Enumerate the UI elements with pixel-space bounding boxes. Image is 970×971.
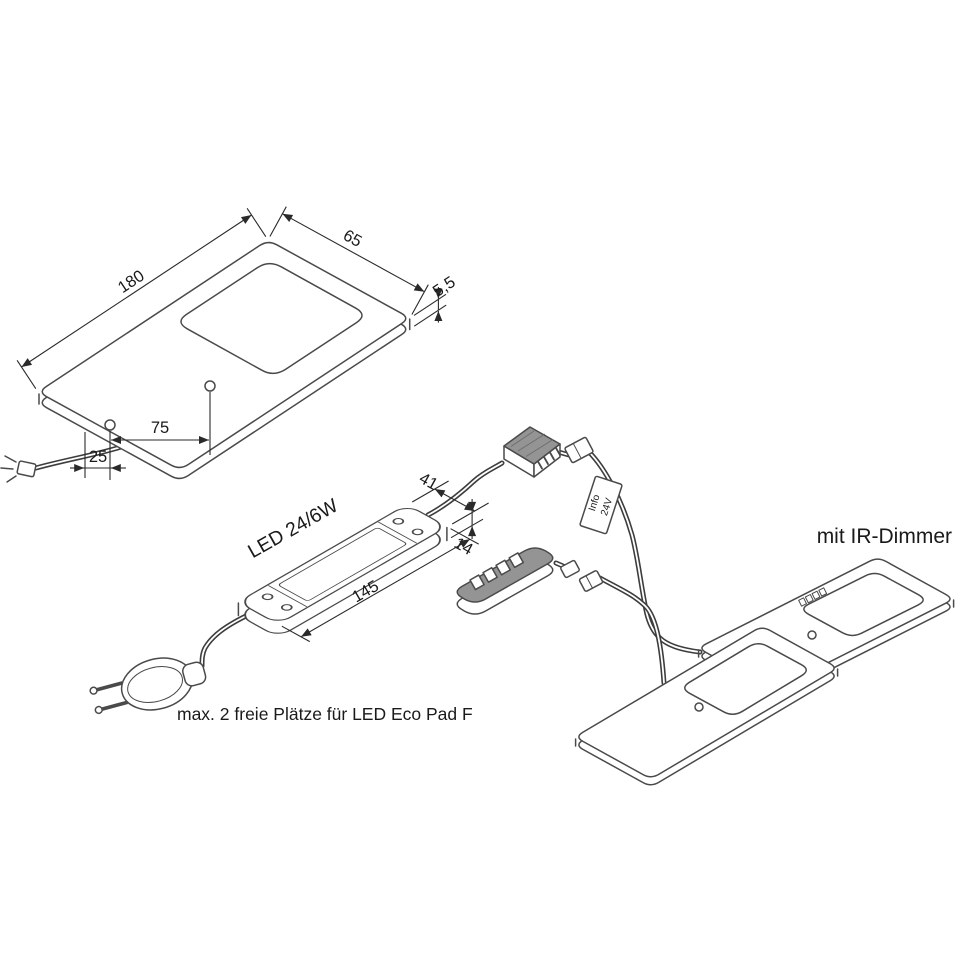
driver-screw <box>261 593 274 601</box>
dim-75-label: 75 <box>151 419 169 437</box>
pad-pigtail-cable-core <box>35 446 122 469</box>
dim-25-label: 25 <box>89 448 107 466</box>
driver-screw <box>280 604 293 611</box>
ir-pad-hole <box>807 630 817 640</box>
driver-body <box>244 508 441 621</box>
note-label: max. 2 freie Plätze für LED Eco Pad F <box>177 704 473 724</box>
dim-65-line <box>282 213 425 293</box>
sensor-button <box>469 574 485 591</box>
sensor-plug-body <box>560 559 580 579</box>
ir-pad-lens <box>803 572 924 637</box>
ir-receiver-cell <box>798 597 807 607</box>
dim-180-extensions <box>16 207 267 390</box>
ir-receiver-window <box>798 587 828 607</box>
wire-to-second-pad <box>597 575 667 686</box>
mating-plug-body <box>578 570 604 592</box>
info-tag: Info 24V <box>579 475 623 535</box>
dim-145-extensions <box>281 528 479 643</box>
driver-screw <box>392 517 405 525</box>
box-terminal-marks <box>537 447 561 470</box>
connectors: Info 24V <box>0 436 623 715</box>
ir-pad-edge-ticks <box>697 599 955 658</box>
pad-edge-ticks <box>38 318 411 405</box>
driver-edge-ticks <box>237 526 448 617</box>
power-plug <box>89 657 207 715</box>
box-output-plug-body <box>564 436 594 464</box>
ir-receiver-cell <box>818 587 828 597</box>
plug-prong-tip <box>89 686 98 695</box>
plug-body-inner <box>127 666 183 703</box>
sensor-button <box>495 559 511 576</box>
info-tag-card <box>579 475 623 535</box>
plug-prong <box>97 700 129 712</box>
pigtail-connector-body <box>16 460 37 478</box>
driver-screw <box>411 528 424 536</box>
dim-180-label: 180 <box>115 267 148 297</box>
mating-plug-seam <box>585 575 593 589</box>
led-pad-second <box>574 627 839 786</box>
mounting-hole-front <box>104 419 116 431</box>
driver-mains-cable-core <box>201 613 251 667</box>
sensor-button <box>482 566 498 583</box>
box-top-face <box>503 426 561 465</box>
dim-55-label: 5,5 <box>430 273 459 301</box>
driver-top-face <box>244 508 441 621</box>
info-tag-line2: 24V <box>599 497 615 518</box>
dim-41-extensions <box>411 480 489 525</box>
info-tag-line1: Info <box>587 493 603 513</box>
box-output-plug-seam <box>572 443 582 459</box>
dim-145-line <box>300 538 471 638</box>
mounting-hole-rear <box>204 380 216 392</box>
wire-to-second-pad-core <box>599 577 665 684</box>
variant-label: mit IR-Dimmer <box>817 525 952 548</box>
ir-receiver-cell <box>811 590 821 600</box>
second-pad-lens <box>684 643 807 715</box>
dim-driver-thickness: 14 <box>450 499 484 559</box>
pigtail-connector-pins <box>0 455 17 483</box>
distribution-box <box>503 426 561 478</box>
ir-dimmer-sensor <box>456 547 554 615</box>
dim-65-extensions <box>269 206 429 315</box>
box-top-hatching <box>510 430 554 457</box>
dim-75-extensions <box>84 392 211 480</box>
sensor-buttons <box>469 552 525 591</box>
sensor-stub-cable-core <box>555 562 564 567</box>
plug-cable-sleeve <box>182 661 207 687</box>
led-pad-main <box>38 241 411 480</box>
dim-41-line <box>434 488 475 512</box>
dim-180-line <box>21 214 252 368</box>
second-pad-hole <box>694 702 704 712</box>
dim-14-extensions <box>450 518 484 539</box>
pigtail-connector <box>16 460 37 478</box>
plug-prong-tip <box>94 705 103 715</box>
plug-prong <box>92 681 124 693</box>
box-output-plug <box>564 436 594 464</box>
driver-mains-cable <box>199 611 253 669</box>
mating-plug <box>578 570 604 592</box>
dim-hole-spacing: 75 25 <box>70 392 211 480</box>
second-pad-edge-ticks <box>574 668 839 747</box>
ir-receiver-cell <box>804 594 814 604</box>
sensor-plug <box>560 559 580 579</box>
sensor-button <box>508 552 525 569</box>
